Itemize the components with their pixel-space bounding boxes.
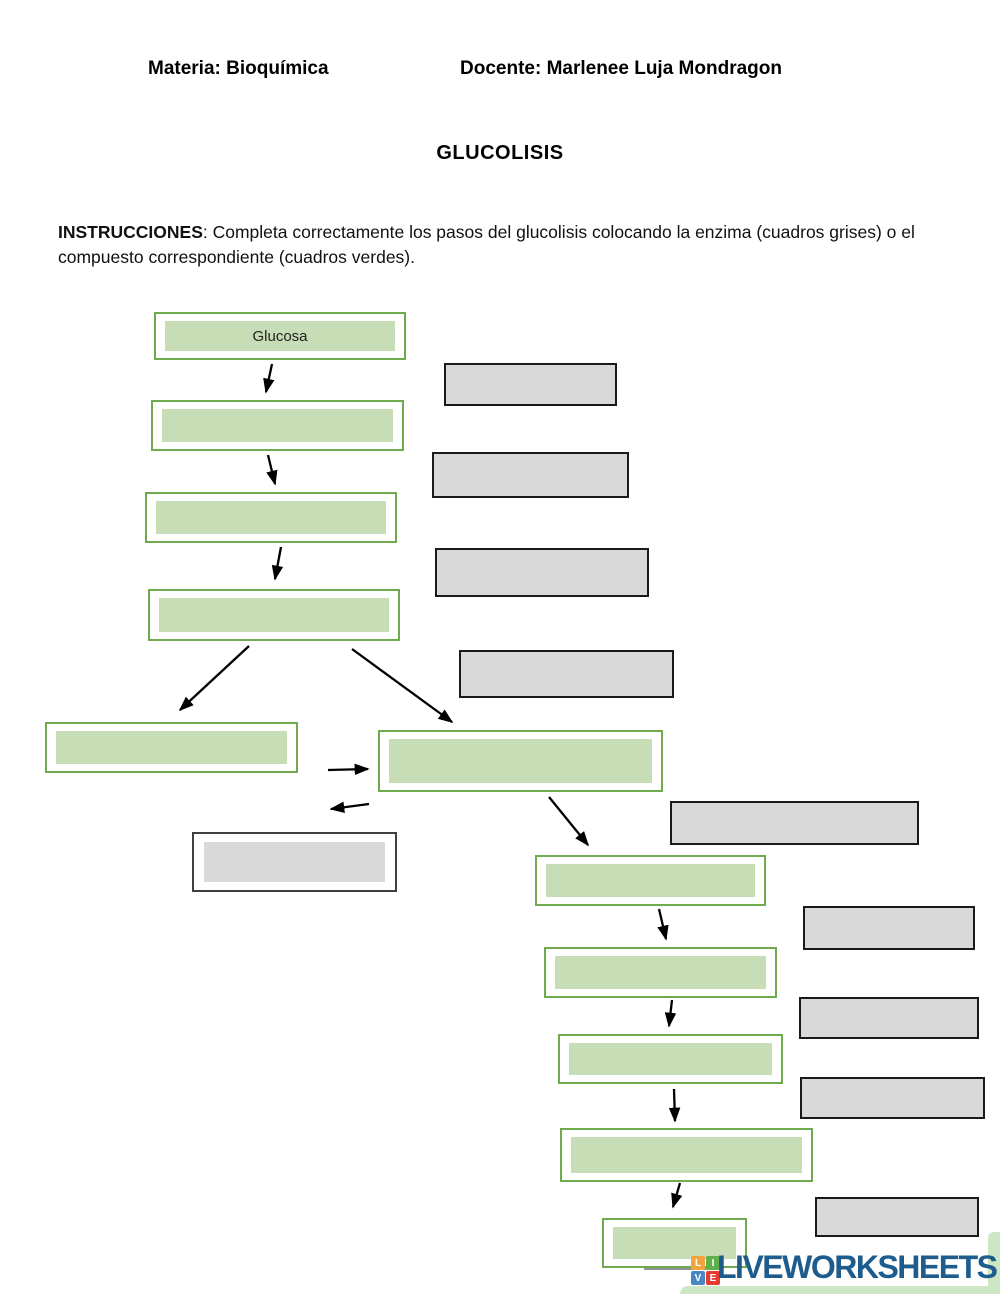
arrow-branch-to-step7 [548,796,590,847]
instructions-text: INSTRUCCIONES: Completa correctamente lo… [58,220,930,270]
subject-label: Materia: Bioquímica [148,58,329,79]
logo-square-v: V [691,1271,705,1285]
enzyme-answer-box-8[interactable] [799,997,979,1039]
compound-label-glucosa: Glucosa [165,321,395,351]
enzyme-answer-box-10[interactable] [815,1197,979,1237]
enzyme-answer-box-9[interactable] [800,1077,985,1119]
compound-answer-box-4[interactable] [535,855,766,906]
arrow-step4-to-left-branch [178,645,250,712]
enzyme-answer-box-6[interactable] [670,801,919,845]
answer-fill [569,1043,772,1075]
enzyme-answer-box-2[interactable] [432,452,629,498]
arrow-step8-to-step9 [664,999,677,1028]
footer-green-strip [680,1286,1000,1294]
compound-answer-box-8[interactable] [602,1218,747,1268]
compound-box-glucosa: Glucosa [154,312,406,360]
teacher-label: Docente: Marlenee Luja Mondragon [460,58,782,79]
enzyme-answer-box-7[interactable] [803,906,975,950]
arrow-step2-to-step3 [266,454,278,486]
compound-answer-box-6[interactable] [558,1034,783,1084]
enzyme-answer-box-4[interactable] [459,650,674,698]
compound-answer-box-2[interactable] [145,492,397,543]
answer-fill [156,501,386,534]
arrow-step10-to-step11 [671,1182,683,1209]
arrow-glucosa-to-step2 [263,363,275,394]
liveworksheets-logo-icon[interactable]: L I V E [691,1256,721,1287]
footer-green-edge [988,1232,1000,1294]
logo-rule-line [644,1268,718,1270]
answer-fill [159,598,389,632]
answer-fill [613,1227,736,1259]
answer-fill [389,739,652,783]
answer-fill [555,956,766,989]
arrow-step9-to-step10 [668,1088,681,1123]
enzyme-answer-box-5[interactable] [192,832,397,892]
compound-answer-box-7[interactable] [560,1128,813,1182]
answer-fill [571,1137,802,1173]
arrow-step4-to-right-branch [351,648,454,723]
answer-fill [162,409,393,442]
logo-square-l: L [691,1256,705,1270]
answer-fill [56,731,287,764]
logo-square-i: I [706,1256,720,1270]
liveworksheets-wordmark[interactable]: LIVEWORKSHEETS [717,1249,998,1285]
answer-fill [546,864,755,897]
compound-answer-box-3[interactable] [148,589,400,641]
answer-fill [204,842,385,882]
page-title: GLUCOLISIS [436,142,564,164]
arrow-right-to-left-branch [329,801,370,813]
compound-answer-box-1[interactable] [151,400,404,451]
arrow-step7-to-step8 [657,908,669,941]
instructions-body: : Completa correctamente los pasos del g… [58,222,915,267]
instructions-label: INSTRUCCIONES [58,222,203,242]
compound-answer-box-5[interactable] [544,947,777,998]
arrow-step3-to-step4 [271,546,284,581]
compound-answer-box-right-branch[interactable] [378,730,663,792]
enzyme-answer-box-3[interactable] [435,548,649,597]
enzyme-answer-box-1[interactable] [444,363,617,406]
arrow-left-to-right-branch [327,763,370,776]
logo-square-e: E [706,1271,720,1285]
compound-answer-box-left-branch[interactable] [45,722,298,773]
